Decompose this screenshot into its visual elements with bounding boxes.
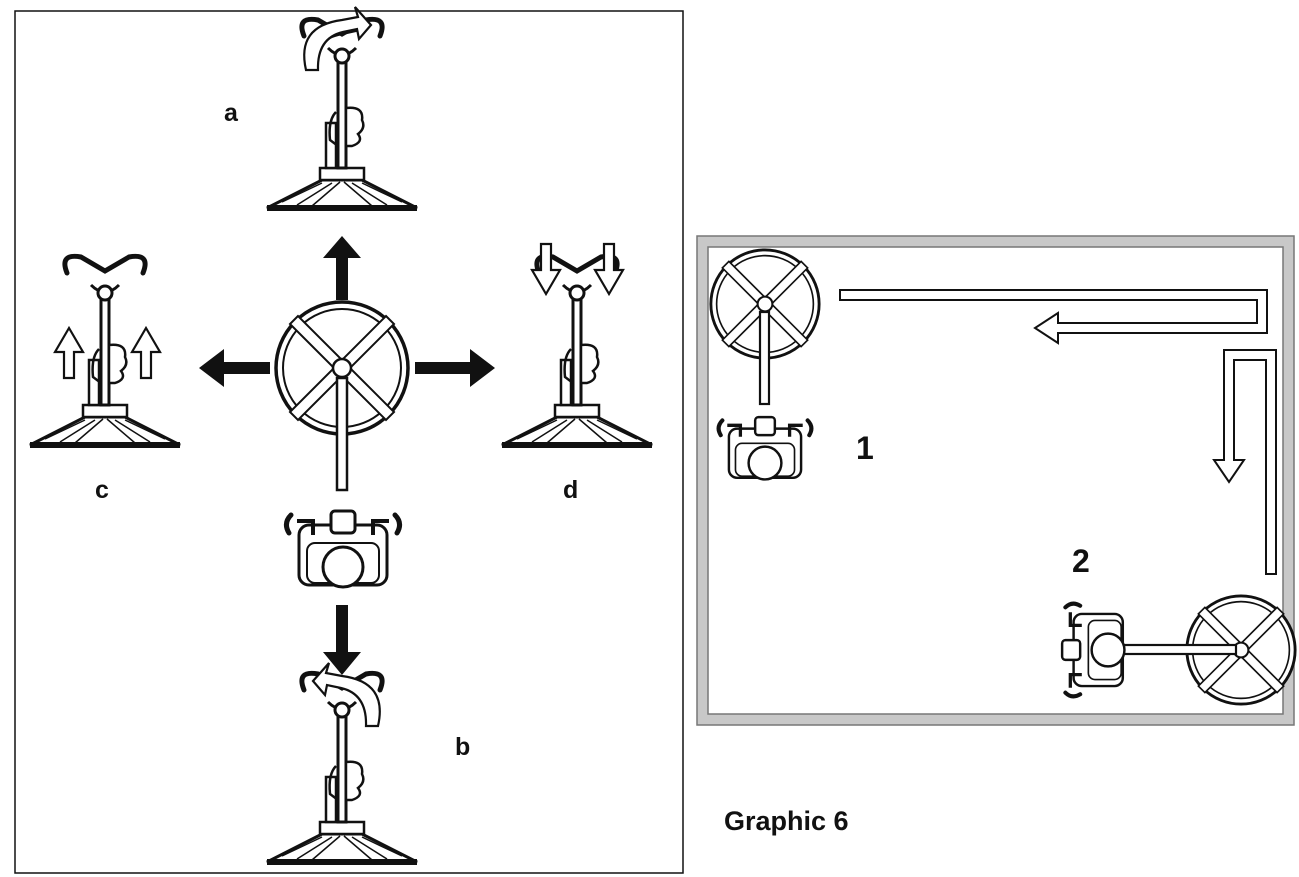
direction-arrows: [199, 236, 495, 675]
label-c: c: [95, 476, 109, 504]
work-path-panel: 1 2: [696, 235, 1297, 726]
path-arrow-icon: [839, 289, 1277, 575]
machine-position-2: [1062, 594, 1297, 706]
center-machine-icon: [274, 300, 410, 587]
movement-directions-panel: a b c d: [14, 6, 684, 874]
view-a: [267, 6, 417, 208]
label-1: 1: [856, 430, 874, 466]
figure-caption: Graphic 6: [724, 806, 849, 836]
label-2: 2: [1072, 543, 1090, 579]
arrow-right-icon: [415, 349, 495, 387]
label-d: d: [563, 476, 578, 504]
rotate-counterclockwise-icon: [311, 662, 381, 728]
machine-position-1: [709, 248, 821, 480]
arrow-left-icon: [199, 349, 270, 387]
view-b: [267, 662, 417, 862]
arrow-down-icon: [323, 605, 361, 675]
label-b: b: [455, 733, 470, 761]
label-a: a: [224, 99, 239, 127]
arrow-up-icon: [323, 236, 361, 300]
